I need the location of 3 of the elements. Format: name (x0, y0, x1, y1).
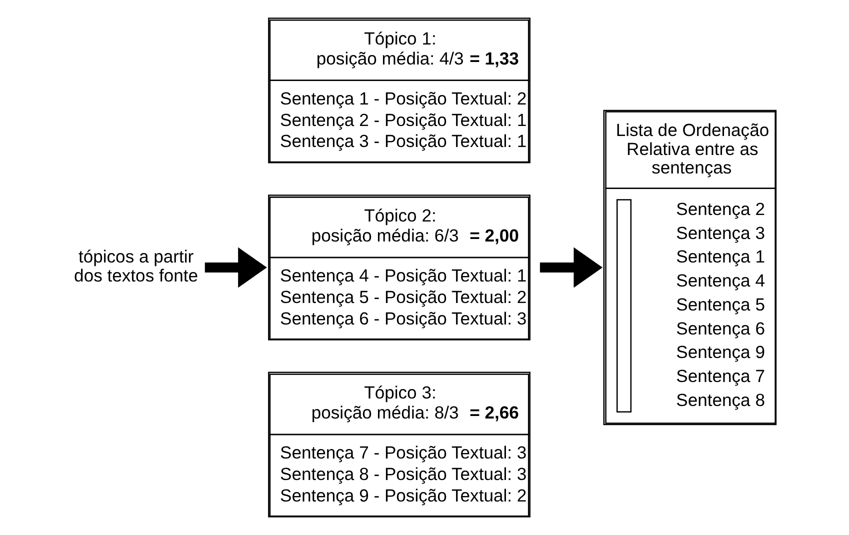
node-text: tópicos a partir dos textos fonte (74, 246, 198, 286)
arrow (204, 247, 266, 288)
arrow (539, 247, 602, 288)
